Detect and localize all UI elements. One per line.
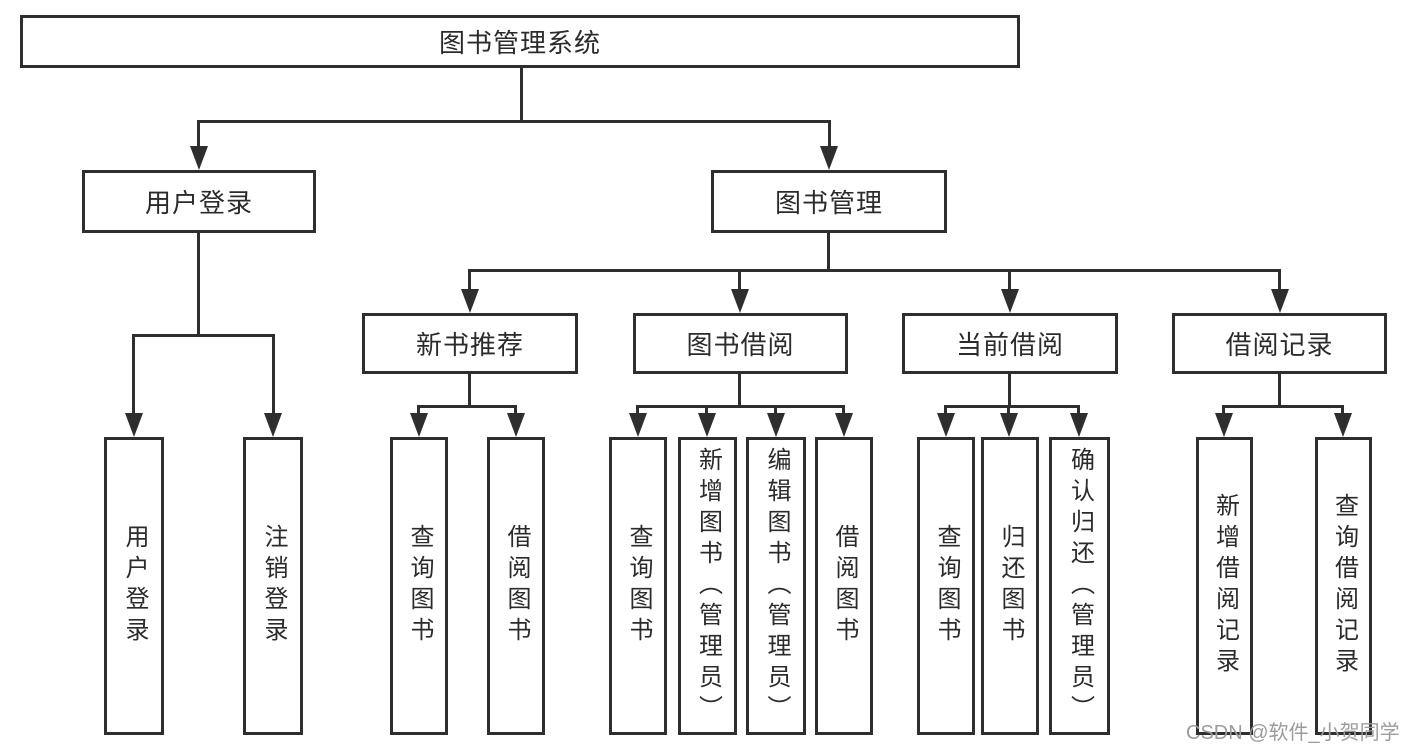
node-book-management: 图书管理 xyxy=(711,170,947,233)
csdn-watermark: CSDN @软件_小贺同学 xyxy=(1186,722,1400,744)
arrowhead-down-icon xyxy=(507,413,525,437)
connector-line xyxy=(468,374,471,408)
connector-line xyxy=(1278,269,1281,293)
leaf-logout: 注销登录 xyxy=(243,437,303,735)
node-label: 编辑图书（管理员） xyxy=(763,446,790,726)
connector-line xyxy=(417,405,517,408)
node-label: 注销登录 xyxy=(260,524,287,648)
node-book-borrowing: 图书借阅 xyxy=(633,313,848,374)
connector-line xyxy=(842,405,845,417)
arrowhead-down-icon xyxy=(1334,413,1352,437)
connector-line xyxy=(197,120,831,123)
arrowhead-down-icon xyxy=(1271,289,1289,313)
connector-line xyxy=(468,269,1281,272)
leaf-query-books-recommend: 查询图书 xyxy=(390,437,448,735)
leaf-borrow-books-borrowing: 借阅图书 xyxy=(815,437,873,735)
arrowhead-down-icon xyxy=(1000,413,1018,437)
arrowhead-down-icon xyxy=(767,413,785,437)
connector-line xyxy=(417,405,420,417)
node-label: 查询图书 xyxy=(625,524,652,648)
node-label: 新增图书（管理员） xyxy=(694,446,722,726)
arrowhead-down-icon xyxy=(264,413,282,437)
node-user-login: 用户登录 xyxy=(82,170,316,233)
node-label: 图书管理系统 xyxy=(438,28,601,58)
arrowhead-down-icon xyxy=(937,413,955,437)
connector-line xyxy=(197,120,200,148)
leaf-return-books: 归还图书 xyxy=(981,437,1039,735)
node-label: 借阅记录 xyxy=(1225,330,1334,360)
leaf-query-books-borrowing: 查询图书 xyxy=(609,437,667,735)
connector-line xyxy=(944,405,1080,408)
leaf-add-books-admin: 新增图书（管理员） xyxy=(678,437,737,735)
connector-line xyxy=(1341,405,1344,417)
node-label: 新增借阅记录 xyxy=(1211,493,1239,679)
arrowhead-down-icon xyxy=(1001,289,1019,313)
arrowhead-down-icon xyxy=(731,289,749,313)
arrowhead-down-icon xyxy=(461,289,479,313)
node-label: 确认归还（管理员） xyxy=(1066,446,1094,726)
connector-line xyxy=(132,334,135,416)
connector-line xyxy=(514,405,517,417)
node-label: 查询图书 xyxy=(406,524,433,648)
node-new-book-recommendation: 新书推荐 xyxy=(362,313,578,374)
connector-line xyxy=(828,120,831,148)
connector-line xyxy=(1007,405,1010,417)
connector-line xyxy=(774,405,777,417)
connector-line xyxy=(520,68,523,123)
connector-line xyxy=(1077,405,1080,417)
connector-line xyxy=(132,334,275,337)
node-label: 用户登录 xyxy=(121,524,148,648)
arrowhead-down-icon xyxy=(1215,413,1233,437)
node-label: 借阅图书 xyxy=(503,524,530,648)
leaf-add-borrow-record: 新增借阅记录 xyxy=(1196,437,1253,735)
node-label: 查询图书 xyxy=(933,524,960,648)
node-label: 借阅图书 xyxy=(831,524,858,648)
node-label: 查询借阅记录 xyxy=(1330,493,1358,679)
node-borrowing-records: 借阅记录 xyxy=(1172,313,1387,374)
connector-line xyxy=(738,374,741,408)
connector-line xyxy=(1278,374,1281,408)
node-label: 用户登录 xyxy=(144,188,253,218)
arrowhead-down-icon xyxy=(629,413,647,437)
arrowhead-down-icon xyxy=(820,146,838,170)
leaf-edit-books-admin: 编辑图书（管理员） xyxy=(746,437,806,735)
connector-line xyxy=(272,334,275,416)
arrowhead-down-icon xyxy=(835,413,853,437)
node-label: 图书管理 xyxy=(774,188,883,218)
leaf-confirm-return-admin: 确认归还（管理员） xyxy=(1049,437,1110,735)
leaf-borrow-books-recommend: 借阅图书 xyxy=(487,437,545,735)
connector-line xyxy=(827,233,830,272)
arrowhead-down-icon xyxy=(190,146,208,170)
arrowhead-down-icon xyxy=(1070,413,1088,437)
connector-line xyxy=(468,269,471,293)
node-label: 新书推荐 xyxy=(415,330,524,360)
arrowhead-down-icon xyxy=(410,413,428,437)
node-current-borrowing: 当前借阅 xyxy=(902,313,1118,374)
leaf-user-login: 用户登录 xyxy=(104,437,164,735)
connector-line xyxy=(197,233,200,337)
connector-line xyxy=(1222,405,1225,417)
connector-line xyxy=(944,405,947,417)
arrowhead-down-icon xyxy=(698,413,716,437)
connector-line xyxy=(705,405,708,417)
arrowhead-down-icon xyxy=(125,413,143,437)
connector-line xyxy=(636,405,845,408)
node-label: 归还图书 xyxy=(997,524,1024,648)
connector-line xyxy=(636,405,639,417)
node-library-management-system: 图书管理系统 xyxy=(20,15,1020,68)
connector-line xyxy=(1008,269,1011,293)
node-label: 图书借阅 xyxy=(686,330,795,360)
connector-line xyxy=(1008,374,1011,408)
node-label: 当前借阅 xyxy=(955,330,1064,360)
connector-line xyxy=(738,269,741,293)
connector-line xyxy=(1222,405,1344,408)
leaf-query-books-current: 查询图书 xyxy=(917,437,975,735)
leaf-query-borrow-record: 查询借阅记录 xyxy=(1315,437,1372,735)
